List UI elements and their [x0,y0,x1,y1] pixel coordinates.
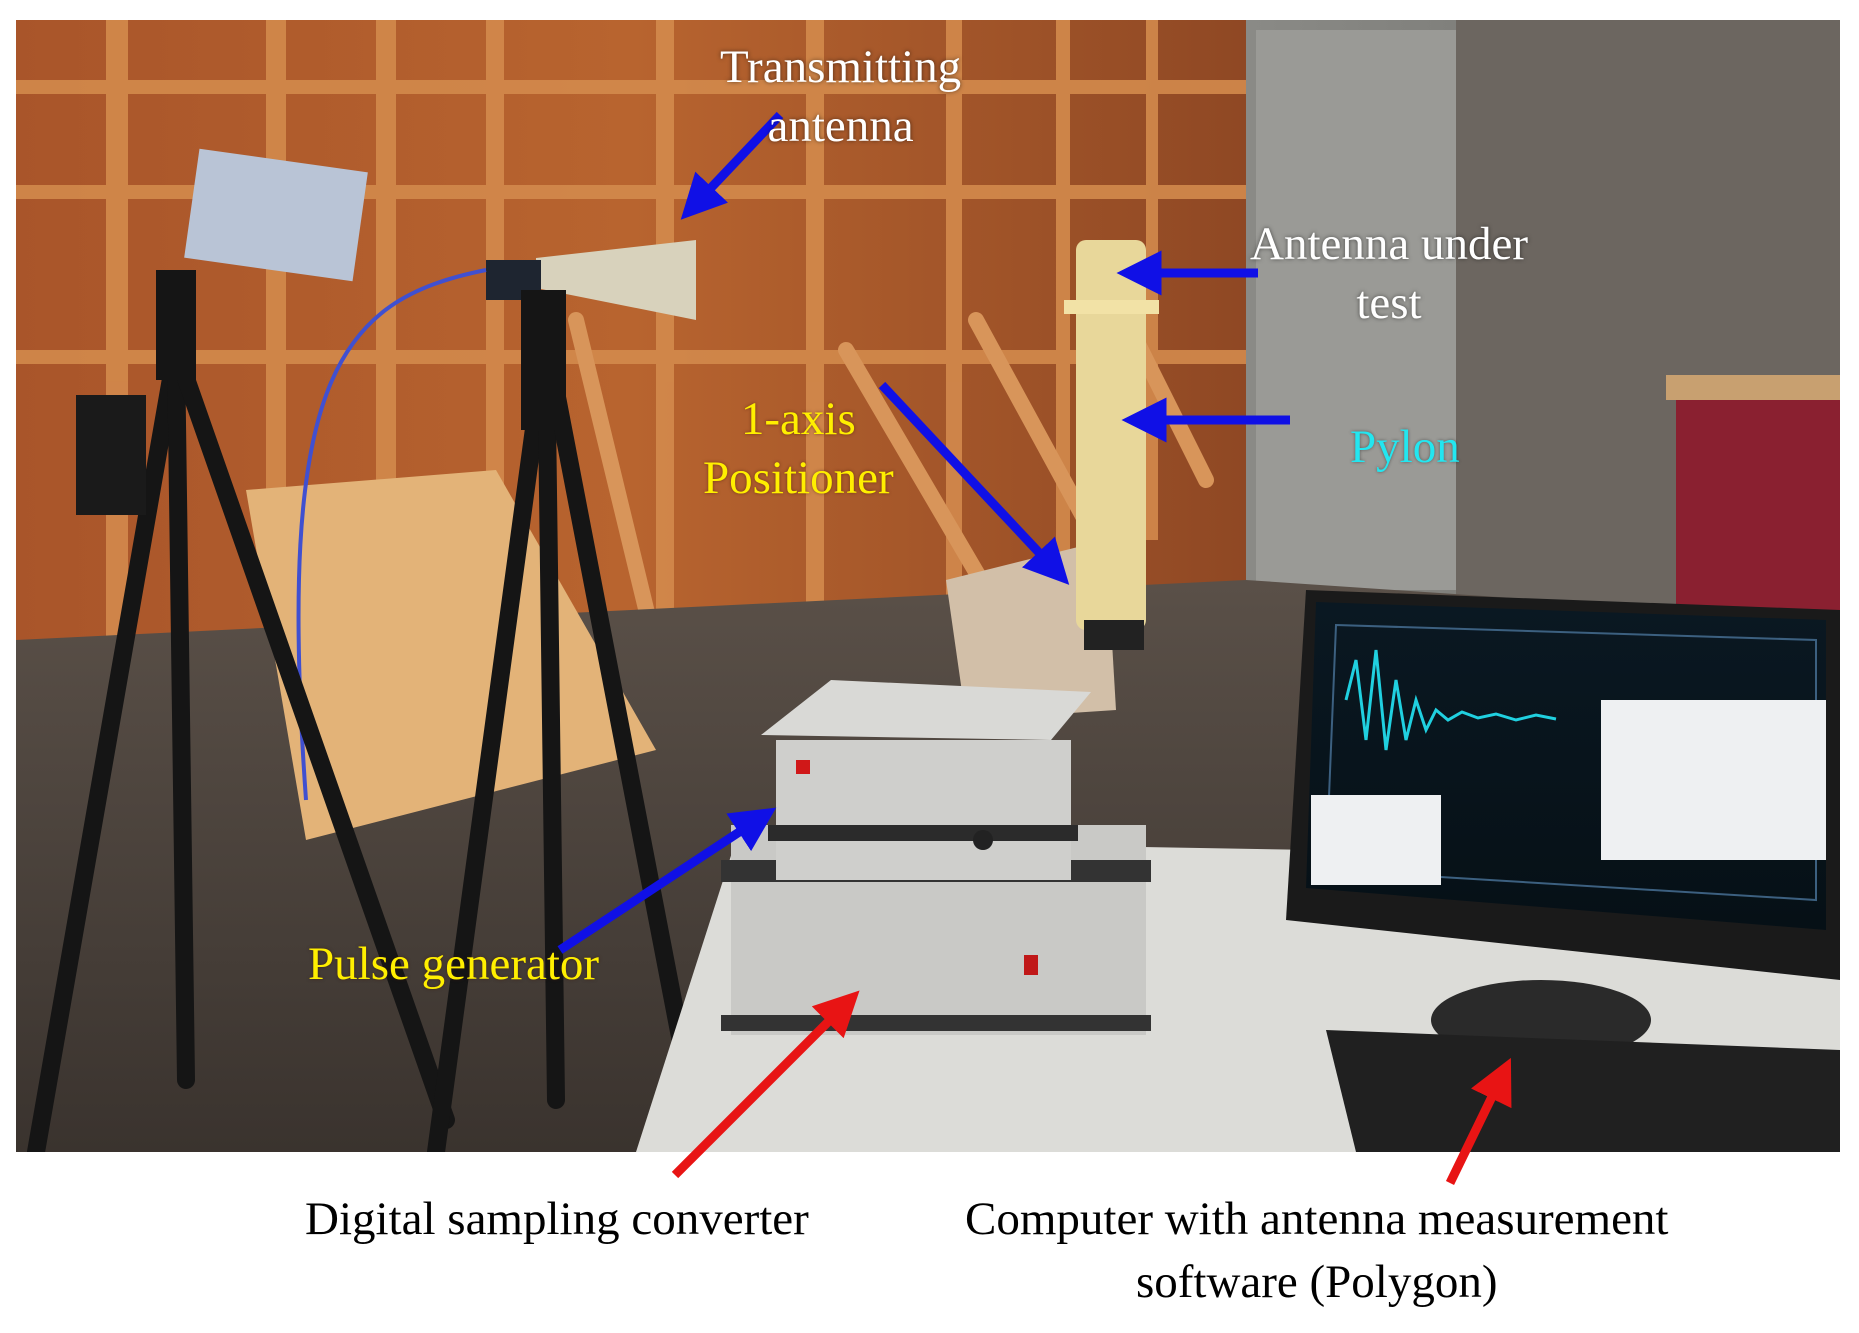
label-line: 1-axis [740,393,856,445]
label-transmitting-antenna: Transmitting antenna [720,38,961,156]
label-pylon: Pylon [1350,418,1460,477]
label-positioner: 1-axis Positioner [703,390,894,508]
monitor [1286,590,1840,1060]
label-line: Digital sampling converter [305,1193,809,1245]
label-pulse-generator: Pulse generator [308,935,599,994]
label-line: Antenna under [1250,218,1528,270]
label-line: antenna [767,99,914,152]
label-line: Positioner [703,451,894,504]
label-line: Pulse generator [308,938,600,990]
label-line: test [1356,276,1422,329]
positioner-base [946,540,1116,720]
pulse-generator-box [761,680,1091,880]
keyboard [1326,1030,1840,1152]
label-line: Transmitting [720,41,962,93]
label-line: software (Polygon) [1135,1255,1498,1308]
lab-photo [16,20,1840,1152]
horn-antenna [536,240,696,320]
label-line: Pylon [1350,421,1460,473]
label-line: Computer with antenna measurement [965,1193,1669,1245]
label-antenna-under-test: Antenna under test [1250,215,1528,333]
label-computer: Computer with antenna measurement softwa… [965,1188,1669,1313]
label-digital-sampling-converter: Digital sampling converter [305,1190,809,1249]
transmitting-antenna-box [184,148,368,282]
pylon-post [1076,240,1146,630]
